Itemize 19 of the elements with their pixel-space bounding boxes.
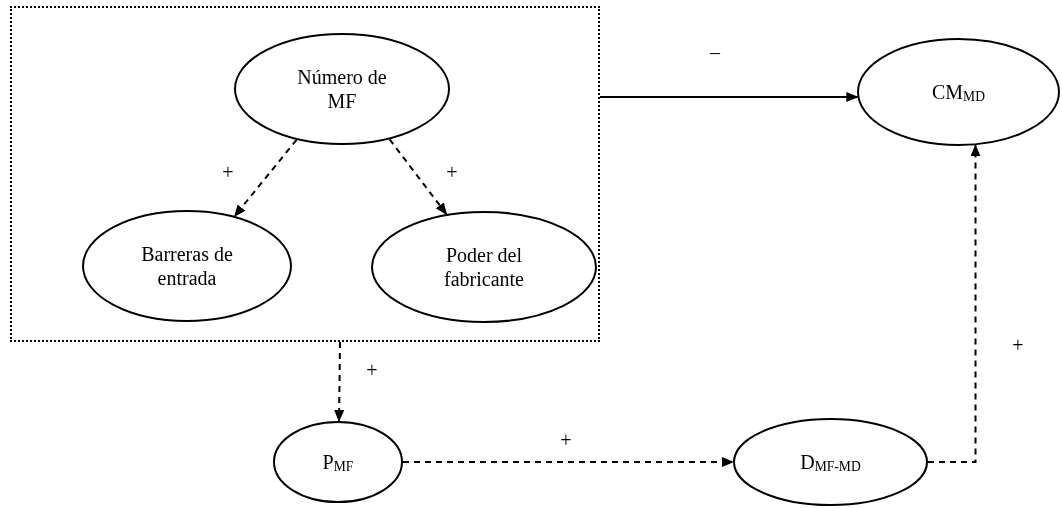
ellipse-node	[733, 418, 928, 506]
ellipse-node	[273, 421, 403, 503]
node-label: P$_{MF}$	[322, 450, 354, 474]
node-label: D$_{MF-MD}$	[800, 450, 861, 474]
ellipse-node	[82, 210, 292, 322]
node-label: Barreras de entrada	[140, 242, 234, 290]
ellipse-node	[234, 33, 450, 145]
node-label: Poder del fabricante	[443, 243, 525, 291]
dashed-arrow	[334, 341, 345, 422]
ellipse-node	[857, 38, 1060, 146]
node-label: CM$_{MD}$	[932, 80, 985, 104]
dotted-group-box	[10, 6, 600, 342]
ellipse-node	[371, 211, 597, 323]
node-label: Número de MF	[296, 65, 388, 113]
arrow	[599, 92, 859, 102]
dashed-arrow	[927, 144, 981, 463]
dashed-arrow	[388, 138, 448, 216]
dashed-arrow	[233, 138, 298, 218]
dashed-arrow	[402, 457, 734, 467]
